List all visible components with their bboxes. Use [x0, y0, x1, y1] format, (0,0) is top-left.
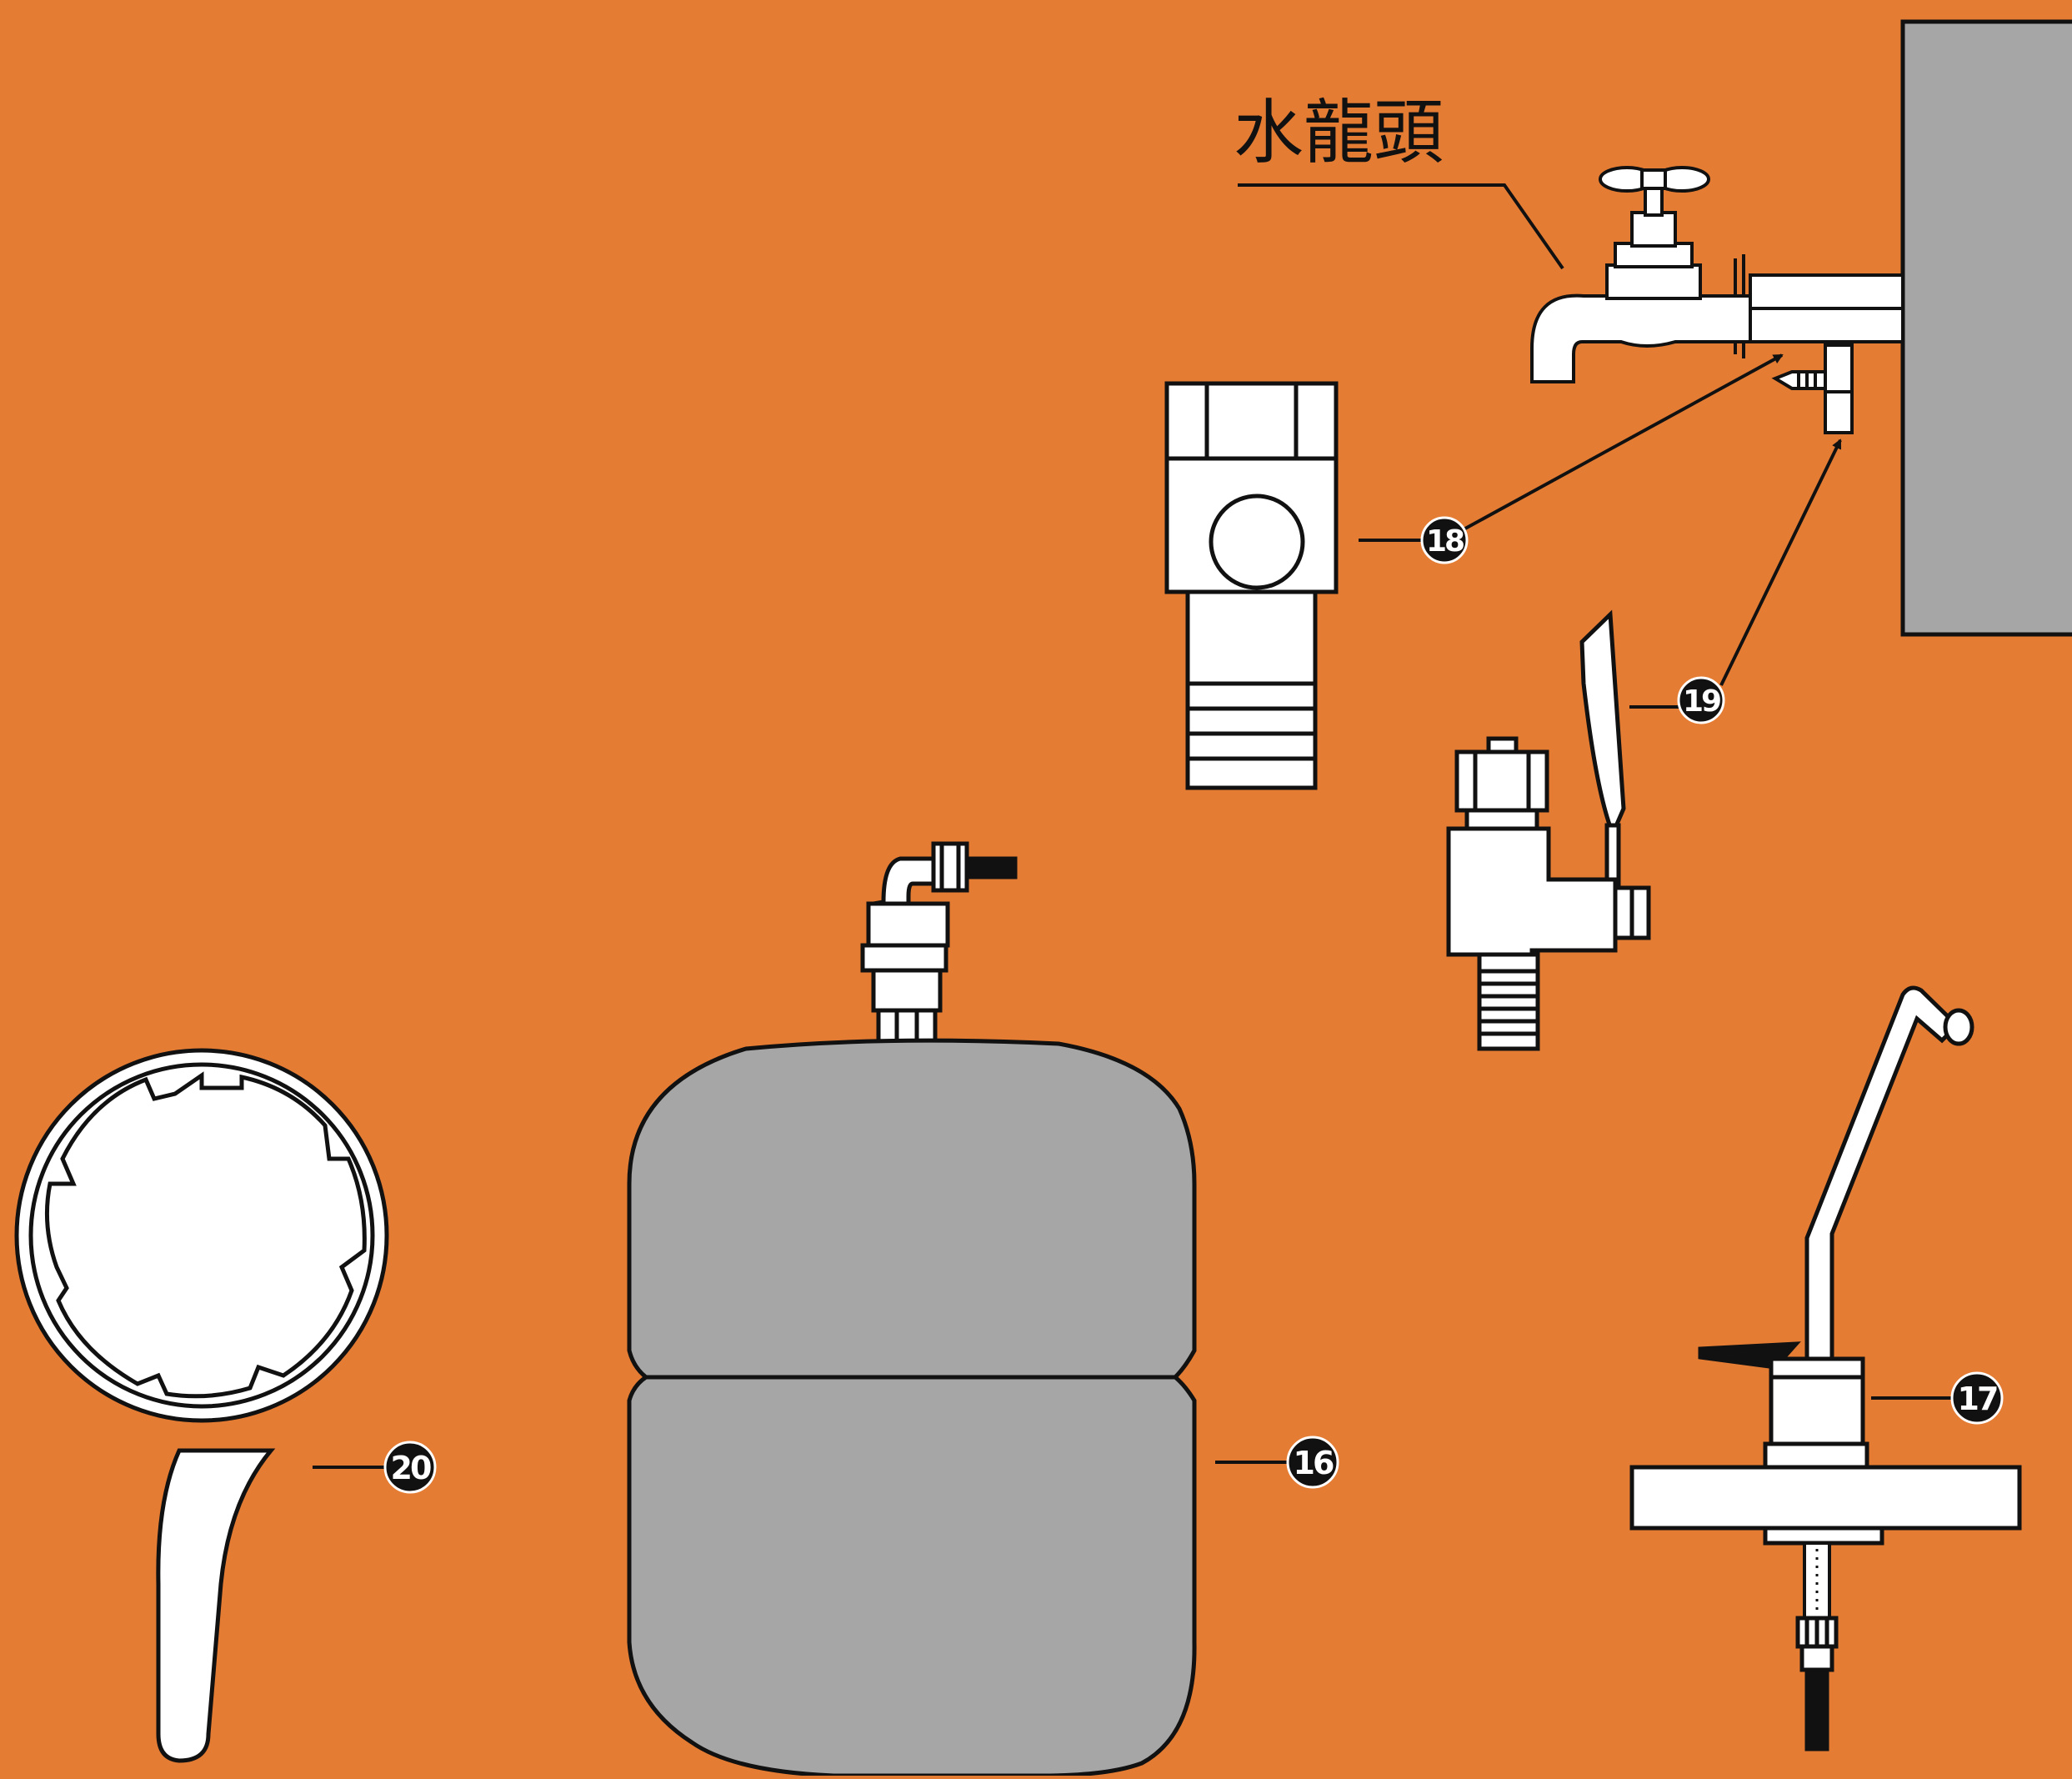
ball-valve — [1446, 609, 1651, 1051]
callout-18-number: 18 — [1426, 524, 1464, 559]
arrow-18 — [1455, 353, 1784, 535]
arrow-19 — [1719, 438, 1842, 686]
callout-17: 17 — [1950, 1371, 2004, 1425]
wall — [1900, 19, 2072, 637]
callout-19-number: 19 — [1683, 684, 1720, 719]
callout-17-number: 17 — [1958, 1381, 1997, 1417]
callout-20: 20 — [383, 1441, 437, 1494]
callout-19: 19 — [1677, 676, 1725, 724]
callout-16: 16 — [1286, 1436, 1339, 1489]
faucet-label: 水龍頭 — [1234, 92, 1444, 173]
faucet-adapter — [1164, 381, 1339, 790]
callout-20-number: 20 — [391, 1450, 431, 1486]
drinking-faucet — [1629, 985, 2022, 1751]
callout-16-number: 16 — [1294, 1445, 1334, 1481]
storage-tank — [627, 841, 1197, 1778]
wall-fitting — [1771, 343, 1854, 434]
faucet-label-leader — [1238, 183, 1564, 270]
water-tap — [1530, 166, 1904, 383]
housing-wrench — [14, 1048, 389, 1763]
callout-18: 18 — [1420, 516, 1469, 564]
